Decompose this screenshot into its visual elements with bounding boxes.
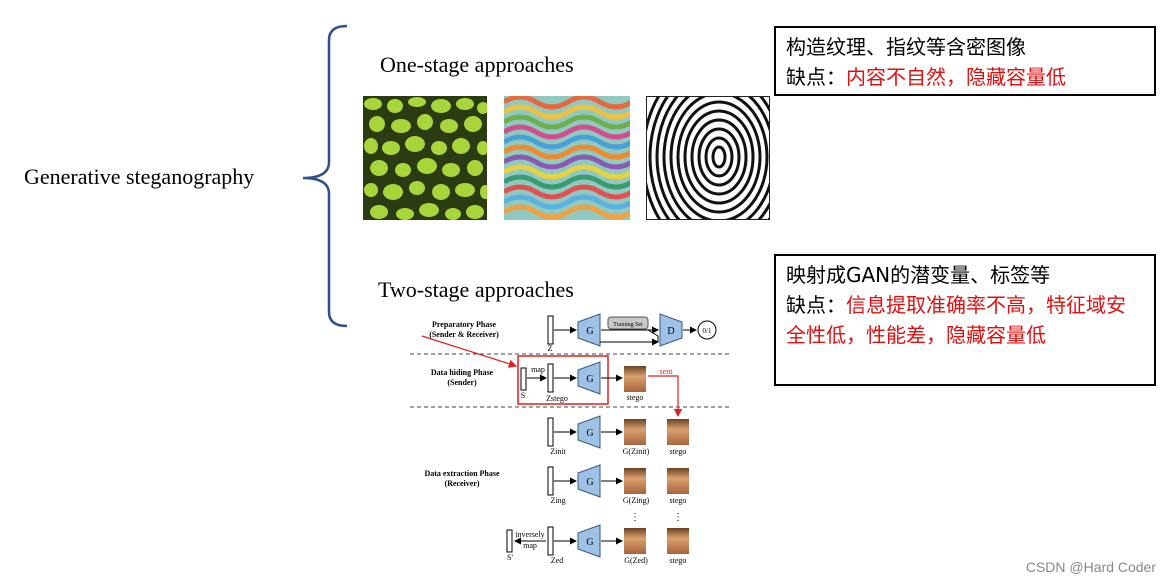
- texture-marbled-waves: [504, 96, 630, 220]
- latent-z-bar: [547, 315, 554, 345]
- generator-block: [577, 361, 601, 395]
- map-label: map: [531, 365, 545, 374]
- ellipsis-dots: ⋮: [630, 512, 640, 523]
- phase-extraction-label: Data extraction Phase: [424, 469, 500, 478]
- z-stego-bar: [547, 363, 554, 393]
- phase-preparatory-label: Preparatory Phase: [432, 320, 497, 329]
- drawback-text: 信息提取准确率不高，特征域安全性低，性能差，隐藏容量低: [786, 293, 1126, 347]
- z-init-bar: [547, 417, 554, 447]
- root-label: Generative steganography: [24, 164, 255, 189]
- one-stage-description: 构造纹理、指纹等含密图像: [786, 35, 1026, 59]
- generator-block: [577, 524, 601, 558]
- phase-extraction-sub: (Receiver): [444, 479, 479, 488]
- z-init-label: Zinit: [550, 447, 566, 456]
- generated-face-image: [624, 528, 646, 554]
- texture-green-cells: [363, 96, 487, 220]
- one-stage-title: One-stage approaches: [380, 52, 574, 77]
- drawback-text: 内容不自然，隐藏容量低: [846, 65, 1066, 89]
- generator-label: G: [586, 428, 593, 439]
- training-set-box: [607, 316, 649, 330]
- g-ing-label: G(Zing): [623, 496, 650, 505]
- inversely-map-label: map: [523, 541, 537, 550]
- z-stego-label: Zstego: [546, 394, 568, 403]
- generator-block: [577, 464, 601, 498]
- secret-s-bar: [520, 367, 527, 391]
- ellipsis-dots: ⋮: [673, 512, 683, 523]
- recovered-s-label: S': [507, 553, 513, 562]
- secret-s-label: S: [521, 391, 525, 400]
- watermark: CSDN @Hard Coder: [1025, 559, 1156, 575]
- generator-label: G: [586, 374, 593, 385]
- stego-label: stego: [670, 496, 687, 505]
- z-ed-bar: [547, 526, 554, 556]
- g-ed-label: G(Zed): [624, 556, 648, 565]
- generator-block: [577, 313, 601, 347]
- phase-preparatory-sub: (Sender & Receiver): [429, 330, 499, 339]
- drawback-label: 缺点：: [786, 65, 846, 89]
- two-stage-diagram: Preparatory Phase (Sender & Receiver) Da…: [410, 313, 732, 565]
- drawback-label: 缺点：: [786, 293, 846, 317]
- latent-z-label: Z: [548, 344, 553, 353]
- phase-hiding-sub: (Sender): [447, 378, 477, 387]
- texture-fingerprint: [646, 96, 770, 220]
- stego-label: stego: [670, 447, 687, 456]
- two-stage-drawback: 缺点：信息提取准确率不高，特征域安全性低，性能差，隐藏容量低: [786, 290, 1144, 350]
- output-node: [697, 320, 717, 340]
- discriminator-label: D: [667, 326, 674, 337]
- stego-face-image: [667, 468, 689, 494]
- phase-hiding-label: Data hiding Phase: [431, 368, 494, 377]
- stego-face-image: [667, 528, 689, 554]
- highlight-red-box: [517, 355, 609, 405]
- g-init-label: G(Zinit): [623, 447, 650, 456]
- two-stage-description: 映射成GAN的潜变量、标签等: [786, 263, 1051, 287]
- sent-label: sent: [660, 367, 674, 376]
- generated-face-image: [624, 468, 646, 494]
- two-stage-note-box: 映射成GAN的潜变量、标签等 缺点：信息提取准确率不高，特征域安全性低，性能差，…: [774, 254, 1156, 386]
- generator-label: G: [586, 326, 593, 337]
- z-ing-bar: [547, 466, 554, 496]
- output-label: 0/1: [703, 327, 712, 335]
- z-ing-label: Zing: [550, 496, 565, 505]
- generator-block: [577, 415, 601, 449]
- stego-label: stego: [670, 556, 687, 565]
- training-set-label: Training Set: [613, 322, 643, 328]
- curly-brace: [302, 24, 348, 328]
- stego-face-image: [667, 419, 689, 445]
- stego-face-image: [624, 366, 646, 392]
- z-ed-label: Zed: [551, 556, 563, 565]
- one-stage-note-box: 构造纹理、指纹等含密图像 缺点：内容不自然，隐藏容量低: [774, 26, 1156, 96]
- two-stage-title: Two-stage approaches: [378, 277, 574, 302]
- one-stage-drawback: 缺点：内容不自然，隐藏容量低: [786, 62, 1144, 92]
- generator-label: G: [586, 537, 593, 548]
- discriminator-block: [659, 313, 683, 347]
- generated-face-image: [624, 419, 646, 445]
- inversely-label: inversely: [515, 530, 544, 539]
- recovered-s-bar: [506, 529, 513, 553]
- generator-label: G: [586, 477, 593, 488]
- stego-label: stego: [627, 393, 644, 402]
